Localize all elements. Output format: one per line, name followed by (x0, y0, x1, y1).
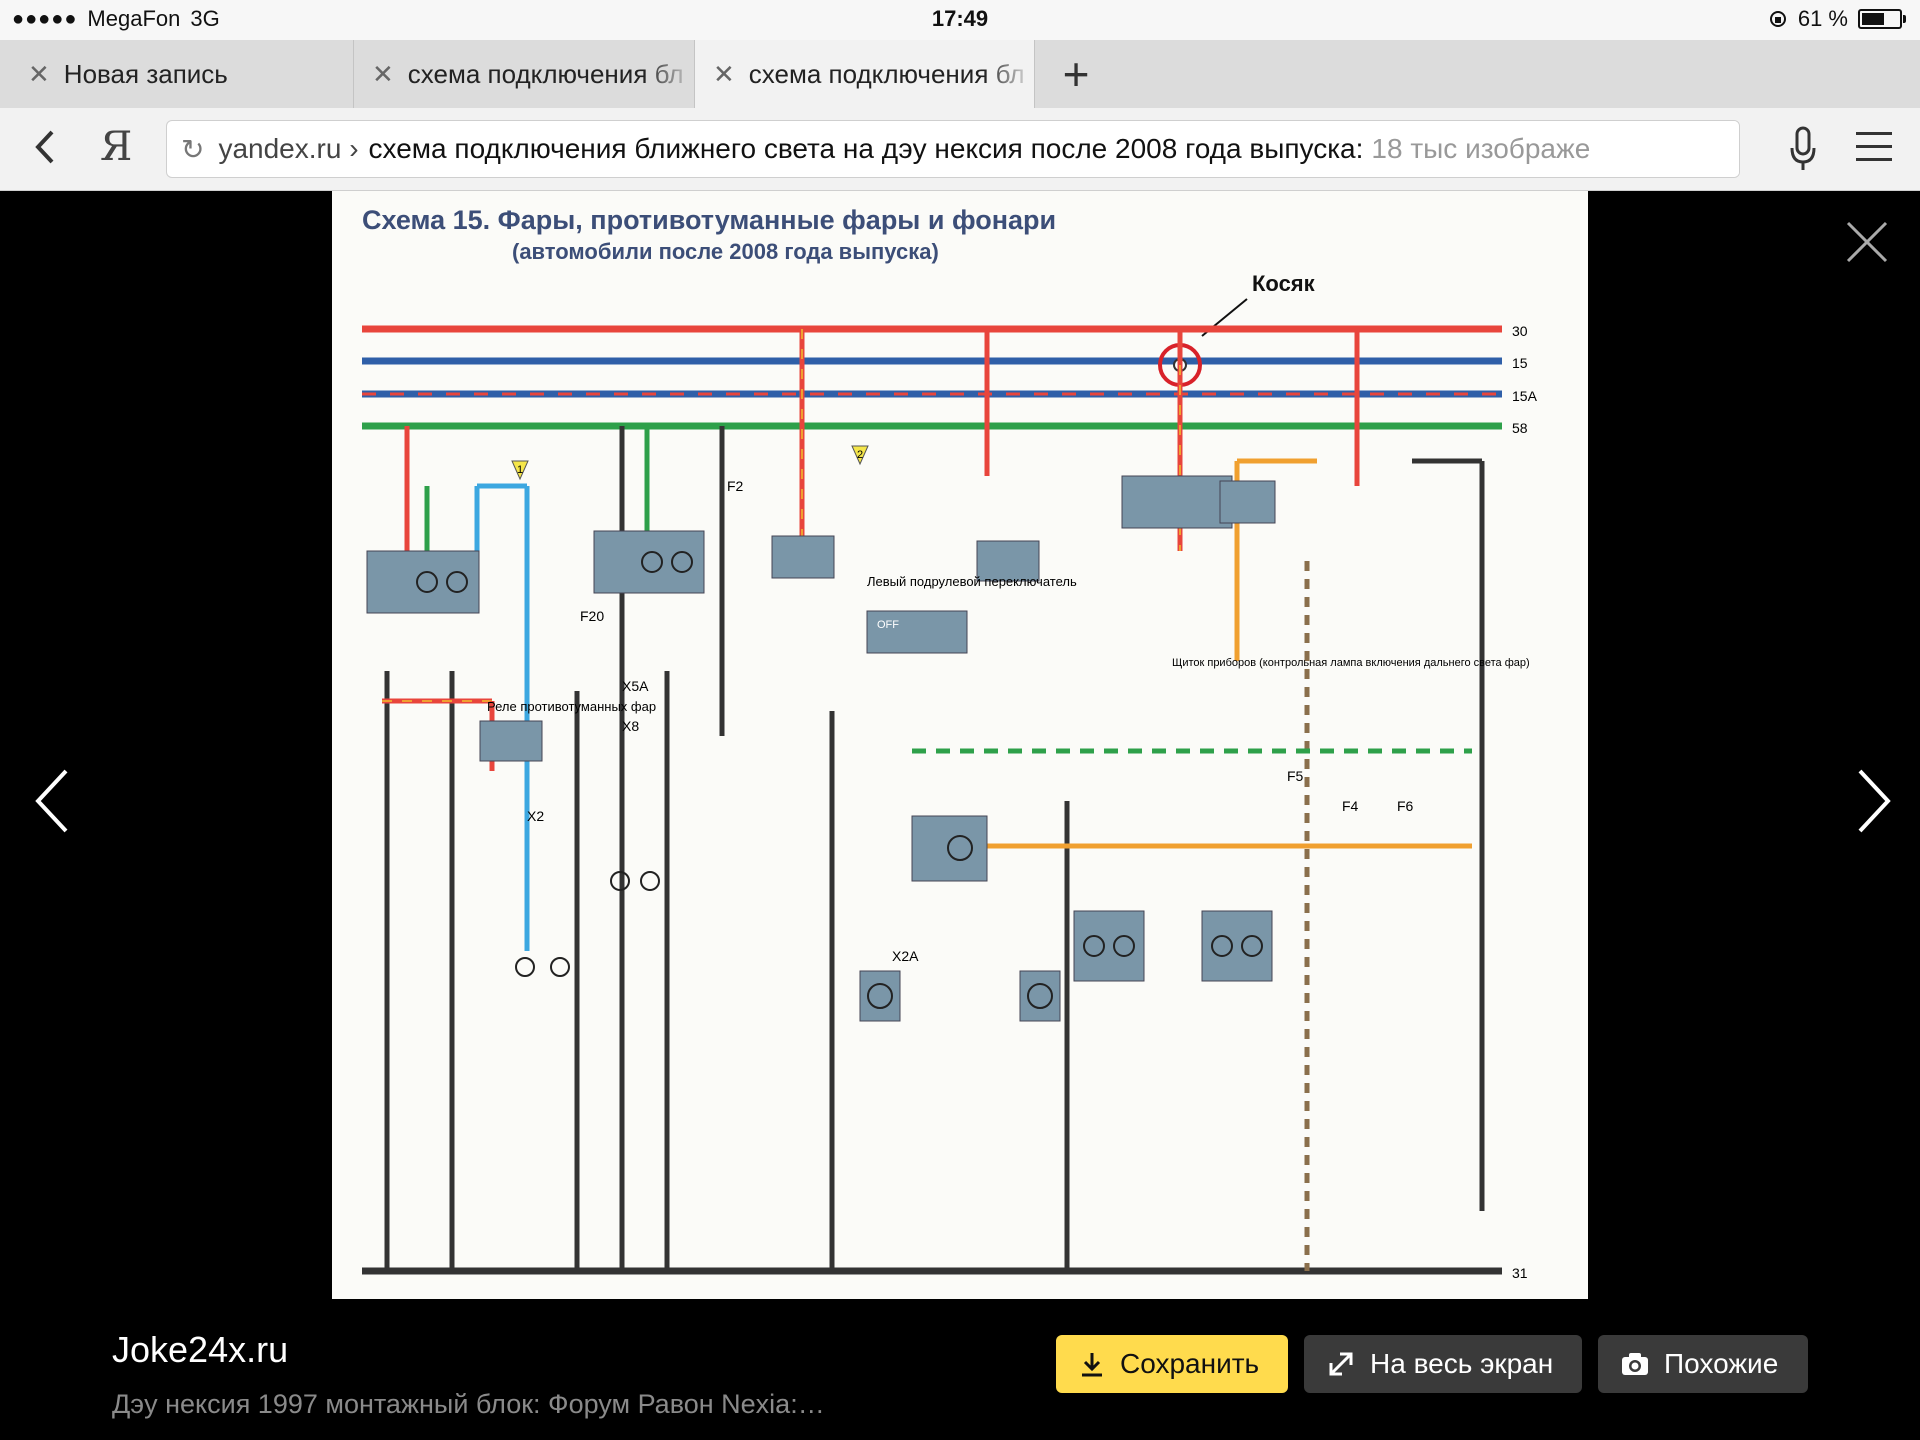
marker-label: 2 (857, 449, 863, 461)
url-host: yandex.ru › (218, 133, 359, 164)
url-query: схема подключения ближнего света на дэу … (368, 133, 1364, 164)
save-button[interactable]: Сохранить (1056, 1335, 1288, 1393)
fuse-label: F4 (1342, 798, 1359, 814)
menu-icon[interactable] (1856, 132, 1892, 164)
bus-label: 30 (1512, 323, 1528, 339)
tab-bar: ✕ Новая запись ✕ схема подключения бл ✕ … (0, 40, 1920, 109)
wiring-diagram: Схема 15. Фары, противотуманные фары и ф… (332, 191, 1588, 1299)
expand-icon (1329, 1352, 1353, 1376)
connector-label: X5A (622, 678, 649, 694)
tab-title: Новая запись (63, 58, 228, 89)
left-steering-switch-main (1121, 475, 1233, 529)
headlight-motor-left (859, 970, 901, 1022)
annotation-label: Косяк (1252, 271, 1316, 296)
battery-percent: 61 % (1797, 6, 1848, 31)
connector-label: X2 (527, 808, 544, 824)
close-tab-icon[interactable]: ✕ (713, 58, 735, 89)
camera-icon (1622, 1353, 1648, 1375)
close-tab-icon[interactable]: ✕ (28, 58, 50, 89)
fog-lamps (515, 871, 660, 977)
back-icon[interactable] (22, 122, 72, 172)
yandex-logo-icon[interactable]: Я (100, 124, 133, 170)
low-beam-relay (1219, 480, 1276, 524)
status-bar: ●●●●● MegaFon 3G 17:49 61 % (0, 0, 1920, 40)
microphone-icon[interactable] (1788, 122, 1818, 176)
battery-icon (1858, 9, 1906, 29)
fuse-label: F20 (580, 608, 604, 624)
fuse-label: F6 (1397, 798, 1414, 814)
component-label: Левый подрулевой переключатель (867, 574, 1077, 589)
left-headlamp (1073, 910, 1145, 982)
bus-label: 15 (1512, 355, 1528, 371)
fullscreen-button[interactable]: На весь экран (1304, 1335, 1582, 1393)
clock: 17:49 (931, 6, 989, 31)
reload-icon[interactable]: ↻ (181, 133, 205, 165)
connector-label: X2A (892, 948, 919, 964)
tab-2[interactable]: ✕ схема подключения бл (354, 40, 695, 108)
rotation-lock-icon (1769, 11, 1786, 27)
switch-position-label: OFF (877, 619, 899, 631)
marker-label: 1 (517, 464, 523, 476)
headlight-relay (976, 540, 1040, 582)
url-suffix: 18 тыс изображе (1371, 133, 1591, 164)
diagram-subtitle: (автомобили после 2008 года выпуска) (512, 239, 939, 264)
image-viewer: Схема 15. Фары, противотуманные фары и ф… (0, 191, 1920, 1440)
fog-lamp-switch (593, 530, 705, 594)
diagram-title: Схема 15. Фары, противотуманные фары и ф… (362, 205, 1056, 235)
component-label: Реле противотуманных фар (487, 699, 656, 714)
address-bar: Я ↻ yandex.ru › схема подключения ближне… (0, 108, 1920, 191)
previous-image-icon[interactable] (26, 761, 86, 841)
fog-light-switch (366, 550, 480, 614)
fuse-label: F5 (1287, 768, 1304, 784)
similar-button[interactable]: Похожие (1598, 1335, 1808, 1393)
component-label: Щиток приборов (контрольная лампа включе… (1172, 657, 1530, 669)
save-button-label: Сохранить (1120, 1348, 1260, 1379)
close-tab-icon[interactable]: ✕ (372, 58, 394, 89)
bus-label: 15A (1512, 388, 1538, 404)
headlight-control-unit (911, 815, 988, 882)
left-steering-switch: OFF (866, 610, 968, 654)
outdoor-lighting-relay (771, 535, 835, 579)
url-field[interactable]: ↻ yandex.ru › схема подключения ближнего… (166, 120, 1740, 178)
source-site-link[interactable]: Joke24x.ru (112, 1329, 289, 1370)
tab-3-active[interactable]: ✕ схема подключения бл (695, 40, 1035, 108)
right-headlamp (1201, 910, 1273, 982)
reference-markers: 1 2 (511, 445, 869, 481)
source-description[interactable]: Дэу нексия 1997 монтажный блок: Форум Ра… (112, 1389, 825, 1419)
close-viewer-icon[interactable] (1842, 217, 1892, 267)
wiring-diagram-image: Схема 15. Фары, противотуманные фары и ф… (332, 191, 1588, 1299)
next-image-icon[interactable] (1840, 761, 1900, 841)
new-tab-button[interactable]: + (1062, 48, 1090, 100)
headlight-motor-right (1019, 970, 1061, 1022)
fog-relay (479, 720, 543, 762)
connector-label: X8 (622, 718, 639, 734)
ground-label: 31 (1512, 1265, 1528, 1281)
network-type: 3G (190, 6, 220, 31)
download-icon (1082, 1353, 1102, 1377)
signal-strength-icon: ●●●●● (12, 7, 78, 30)
tab-title: схема подключения бл (748, 58, 1025, 89)
carrier-name: MegaFon (87, 6, 181, 31)
bus-label: 58 (1512, 420, 1528, 436)
fullscreen-button-label: На весь экран (1370, 1348, 1554, 1379)
image-caption: Joke24x.ru Дэу нексия 1997 монтажный бло… (112, 1329, 825, 1420)
fuse-label: F2 (727, 478, 744, 494)
similar-button-label: Похожие (1664, 1348, 1779, 1379)
tab-1[interactable]: ✕ Новая запись (10, 40, 354, 108)
tab-title: схема подключения бл (407, 58, 684, 89)
